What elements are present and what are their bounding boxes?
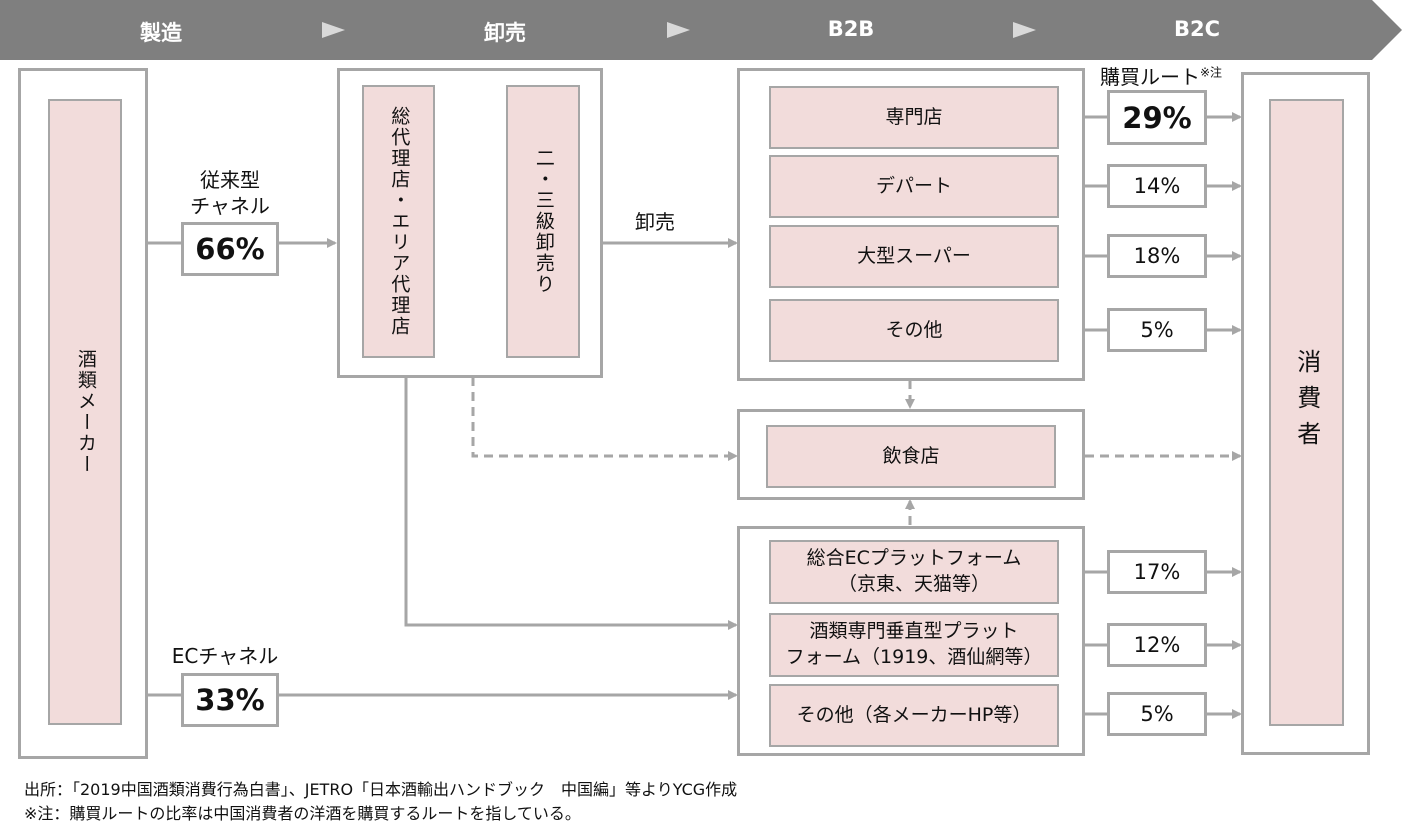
traditional-channel-label: 従来型 チャネル — [190, 168, 270, 218]
banner-arrow-2 — [667, 22, 690, 38]
restaurant-box: 飲食店 — [766, 425, 1056, 488]
route-pct-supermarket: 18% — [1107, 234, 1207, 278]
secondary-wholesale-label: 二・三級卸売り — [532, 148, 555, 295]
stage-manufacturing: 製造 — [140, 21, 182, 45]
route-pct-ec-general: 17% — [1107, 550, 1207, 594]
stage-wholesale: 卸売 — [484, 21, 526, 45]
purchase-route-text: 購買ルート — [1100, 65, 1200, 89]
banner-arrow-1 — [322, 22, 345, 38]
route-pct-ec-vertical: 12% — [1107, 623, 1207, 667]
secondary-wholesale-box: 二・三級卸売り — [506, 85, 580, 358]
maker-box: 酒類メーカー — [48, 99, 122, 725]
agent-label: 総代理店・エリア代理店 — [388, 106, 411, 337]
source-footnote: 出所：「2019中国酒類消費行為白書」、JETRO「日本酒輸出ハンドブック 中国… — [24, 780, 738, 799]
banner-arrow-3 — [1013, 22, 1036, 38]
purchase-route-title: 購買ルート※注 — [1100, 64, 1222, 90]
consumer-label: 消費者 — [1292, 349, 1321, 457]
maker-label: 酒類メーカー — [74, 349, 97, 475]
ec-liquor-vertical-platform: 酒類専門垂直型プラット フォーム（1919、酒仙網等） — [769, 613, 1059, 677]
purchase-route-note-mark: ※注 — [1200, 65, 1223, 80]
ec-channel-label: ECチャネル — [171, 644, 279, 668]
retail-specialty-store: 専門店 — [769, 86, 1059, 149]
consumer-box: 消費者 — [1269, 99, 1344, 726]
route-pct-department: 14% — [1107, 164, 1207, 208]
route-pct-other: 5% — [1107, 308, 1207, 352]
annotation-footnote: ※注：購買ルートの比率は中国消費者の洋酒を購買するルートを指している。 — [24, 804, 581, 823]
ec-channel-pct: 33% — [181, 673, 279, 727]
stage-b2c: B2C — [1173, 17, 1221, 41]
traditional-channel-pct: 66% — [181, 222, 279, 276]
route-pct-specialty: 29% — [1107, 90, 1207, 145]
route-pct-ec-other: 5% — [1107, 692, 1207, 736]
wholesale-label: 卸売 — [635, 210, 675, 234]
ec-other: その他（各メーカーHP等） — [769, 684, 1059, 747]
retail-department-store: デパート — [769, 155, 1059, 218]
ec-general-platform: 総合ECプラットフォーム （京東、天猫等） — [769, 540, 1059, 604]
retail-other: その他 — [769, 299, 1059, 362]
stage-b2b: B2B — [827, 17, 875, 41]
retail-supermarket: 大型スーパー — [769, 225, 1059, 288]
agent-box: 総代理店・エリア代理店 — [362, 85, 435, 358]
